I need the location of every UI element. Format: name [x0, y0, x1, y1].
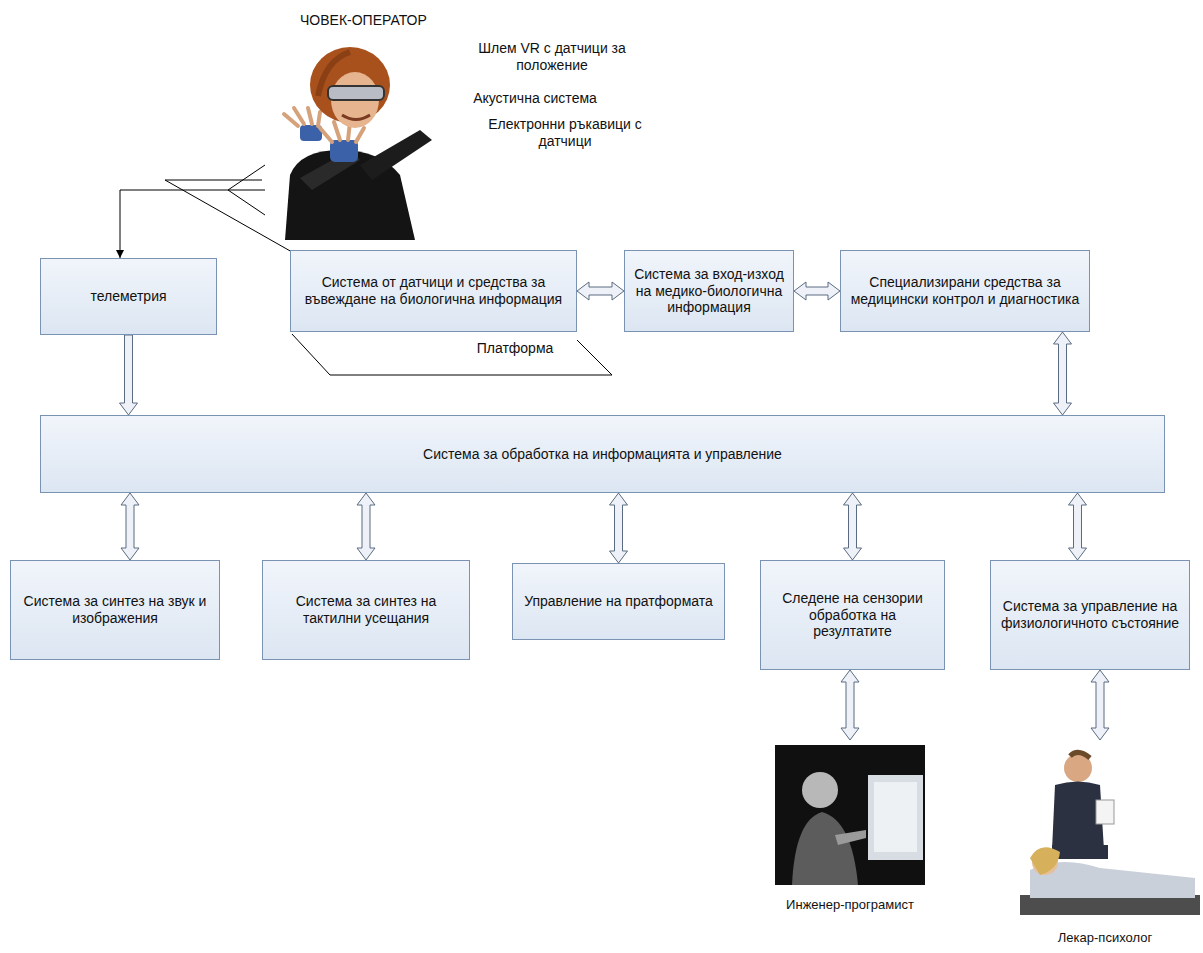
connector-arrow — [357, 493, 375, 560]
connector-arrow — [841, 670, 859, 740]
platform-outline — [292, 334, 612, 375]
process-box: Система за синтез на тактилни усещания — [262, 560, 470, 660]
connector-arrow — [844, 493, 862, 560]
engineer-photo — [775, 745, 925, 885]
callout-label: Акустична система — [460, 90, 610, 107]
caption: Лекар-психолог — [1010, 930, 1200, 945]
process-box: Система за обработка на информацията и у… — [40, 415, 1165, 493]
connector-arrow — [120, 335, 138, 415]
box-label: Система за синтез на звук и изображения — [19, 593, 211, 627]
box-label: Система за обработка на информацията и у… — [423, 446, 782, 463]
connector-arrow — [577, 282, 624, 300]
connector-arrow — [120, 190, 265, 258]
box-label: телеметрия — [90, 288, 166, 305]
box-label: Система от датчици и средства за въвежда… — [299, 274, 568, 308]
connector-arrow — [794, 282, 840, 300]
connector-arrow — [1069, 493, 1087, 560]
caption: ЧОВЕК-ОПЕРАТОР — [300, 12, 427, 28]
box-label: Специализирани средства за медицински ко… — [849, 274, 1081, 308]
process-box: телеметрия — [40, 258, 217, 335]
process-box: Система от датчици и средства за въвежда… — [290, 250, 577, 332]
box-label: Управление на пратформата — [524, 593, 713, 610]
connector-arrow — [610, 493, 628, 563]
box-label: Следене на сензории обработка на резулта… — [769, 590, 936, 640]
connector-arrow — [1091, 670, 1109, 740]
doctor-photo — [1020, 752, 1200, 915]
process-box: Специализирани средства за медицински ко… — [840, 250, 1090, 332]
process-box: Управление на пратформата — [512, 563, 725, 640]
caption: Инженер-програмист — [765, 897, 935, 912]
person-photo: Инженер-програмист — [765, 740, 935, 912]
sensor-leader-lines — [165, 165, 292, 252]
callout-label: Електронни ръкавици с датчици — [480, 116, 650, 150]
operator-figure — [284, 47, 432, 240]
process-box: Система за синтез на звук и изображения — [10, 560, 220, 660]
person-photo: Лекар-психолог — [1010, 740, 1200, 945]
process-box: Система за вход-изход на медико-биологич… — [624, 250, 794, 332]
callout-label: Шлем VR с датчици за положение — [462, 40, 642, 74]
box-label: Система за синтез на тактилни усещания — [271, 593, 461, 627]
process-box: Следене на сензории обработка на резулта… — [760, 560, 945, 670]
process-box: Система за управление на физиологичното … — [990, 560, 1190, 670]
box-label: Система за управление на физиологичното … — [999, 598, 1181, 632]
connector-arrow — [1054, 332, 1072, 415]
connector-arrow — [121, 493, 139, 560]
operator-node: ЧОВЕК-ОПЕРАТОР — [265, 8, 455, 243]
callout-label: Платформа — [465, 340, 565, 357]
box-label: Система за вход-изход на медико-биологич… — [633, 266, 785, 316]
